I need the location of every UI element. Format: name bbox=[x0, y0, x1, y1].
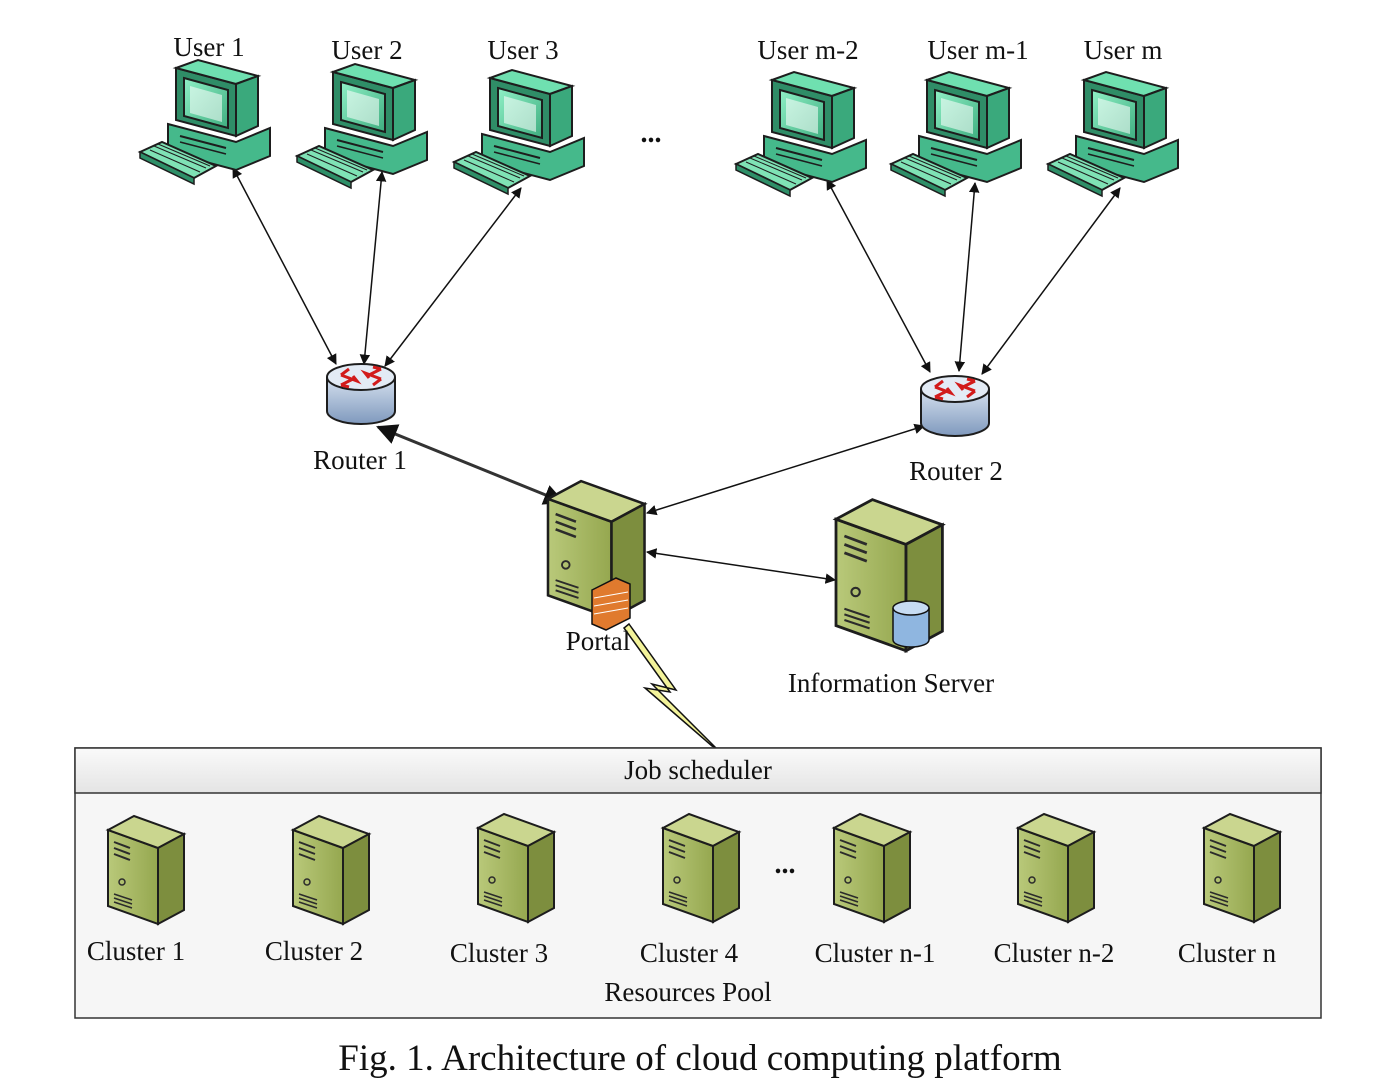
router-icon bbox=[325, 362, 397, 426]
cluster-4[interactable]: Cluster 4 bbox=[640, 813, 740, 968]
user-label: User m-1 bbox=[927, 35, 1028, 65]
server-icon bbox=[1203, 813, 1281, 923]
cluster-label: Cluster n-1 bbox=[815, 938, 936, 968]
computer-icon bbox=[296, 63, 428, 189]
user-label: User 3 bbox=[487, 35, 558, 65]
router-2[interactable]: Router 2 bbox=[909, 374, 1003, 486]
firewall-icon bbox=[591, 577, 631, 631]
user-label: User 1 bbox=[173, 32, 244, 62]
link-user3-router1 bbox=[384, 187, 522, 367]
user-3[interactable]: User 3 bbox=[453, 35, 585, 195]
cluster-label: Cluster n-2 bbox=[994, 938, 1115, 968]
server-icon bbox=[107, 815, 185, 925]
computer-icon bbox=[1047, 71, 1179, 197]
server-icon bbox=[292, 815, 370, 925]
portal-label: Portal bbox=[566, 626, 631, 656]
link-user2-router1 bbox=[359, 170, 387, 366]
cluster-3[interactable]: Cluster 3 bbox=[450, 813, 555, 968]
user-m[interactable]: User m bbox=[1047, 35, 1179, 197]
computer-icon bbox=[890, 71, 1022, 197]
clusters-ellipsis: ... bbox=[775, 849, 796, 880]
router-label: Router 1 bbox=[313, 445, 407, 475]
cluster-label: Cluster 2 bbox=[265, 936, 363, 966]
user-label: User m-2 bbox=[757, 35, 858, 65]
router-icon bbox=[919, 374, 991, 438]
user-m-2[interactable]: User m-2 bbox=[735, 35, 867, 197]
computer-icon bbox=[453, 69, 585, 195]
router-label: Router 2 bbox=[909, 456, 1003, 486]
figure-caption: Fig. 1. Architecture of cloud computing … bbox=[338, 1038, 1062, 1079]
portal[interactable]: Portal bbox=[546, 479, 646, 656]
resources-pool-label: Resources Pool bbox=[604, 977, 771, 1007]
cluster-1[interactable]: Cluster 1 bbox=[87, 815, 185, 966]
information-server[interactable]: Information Server bbox=[788, 498, 994, 698]
user-m-1[interactable]: User m-1 bbox=[890, 35, 1029, 197]
connections bbox=[232, 167, 1121, 584]
server-icon bbox=[833, 813, 911, 923]
user-2[interactable]: User 2 bbox=[296, 35, 428, 189]
computer-icon bbox=[139, 59, 271, 185]
computer-icon bbox=[735, 71, 867, 197]
cluster-n-1[interactable]: Cluster n-1 bbox=[815, 813, 936, 968]
link-userm1-router2 bbox=[954, 181, 980, 373]
link-router2-portal bbox=[645, 423, 926, 516]
information-server-label: Information Server bbox=[788, 668, 994, 698]
link-user1-router1 bbox=[232, 167, 337, 365]
cluster-label: Cluster n bbox=[1178, 938, 1277, 968]
user-label: User m bbox=[1084, 35, 1163, 65]
cluster-label: Cluster 1 bbox=[87, 936, 185, 966]
cluster-label: Cluster 3 bbox=[450, 938, 548, 968]
link-userm-router2 bbox=[981, 187, 1121, 375]
server-icon bbox=[477, 813, 555, 923]
job-scheduler-label: Job scheduler bbox=[624, 755, 772, 785]
database-icon bbox=[892, 600, 930, 648]
job-scheduler-header bbox=[74, 747, 1322, 794]
server-icon bbox=[1017, 813, 1095, 923]
cluster-n-2[interactable]: Cluster n-2 bbox=[994, 813, 1115, 968]
user-1[interactable]: User 1 bbox=[139, 32, 271, 185]
link-portal-infoserver bbox=[645, 548, 837, 584]
lightning-link-icon bbox=[622, 622, 717, 749]
router-1[interactable]: Router 1 bbox=[313, 362, 407, 475]
link-userm2-router2 bbox=[826, 179, 931, 373]
user-label: User 2 bbox=[331, 35, 402, 65]
link-router1-portal bbox=[376, 424, 565, 505]
resources-panel: Job scheduler Cluster 1 Cluster 2 Cluste… bbox=[74, 747, 1322, 1019]
users-ellipsis: ... bbox=[641, 118, 662, 149]
server-icon bbox=[662, 813, 740, 923]
cluster-n[interactable]: Cluster n bbox=[1178, 813, 1281, 968]
cluster-2[interactable]: Cluster 2 bbox=[265, 815, 370, 966]
cluster-label: Cluster 4 bbox=[640, 938, 739, 968]
